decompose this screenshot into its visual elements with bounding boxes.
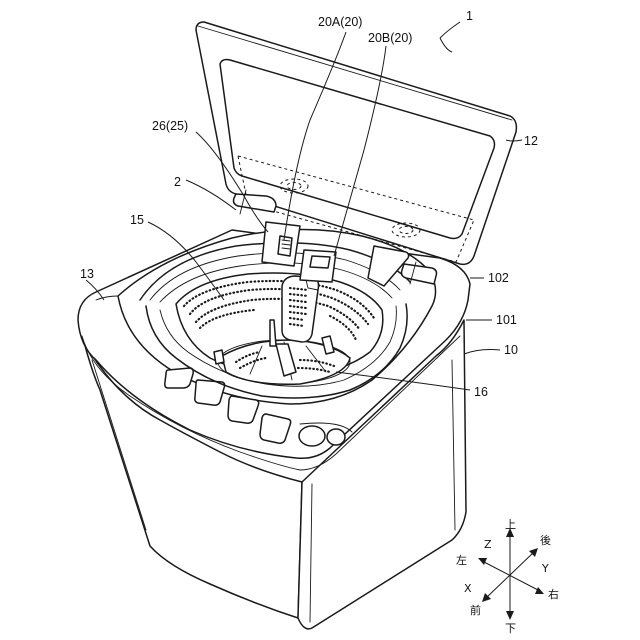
- axis-left-arrowhead: [478, 558, 487, 565]
- label-101: 101: [496, 313, 517, 327]
- axis-label-down: 下: [505, 622, 516, 635]
- label-20b: 20B(20): [368, 31, 412, 45]
- axis-label-back: 後: [540, 533, 551, 547]
- axis-label-y: Y: [541, 562, 549, 575]
- label-2: 2: [174, 175, 181, 189]
- control-button-3[interactable]: [228, 396, 259, 423]
- axis-label-left: 左: [456, 554, 467, 567]
- label-12: 12: [524, 134, 538, 148]
- label-13: 13: [80, 267, 94, 281]
- axis-label-right: 右: [548, 587, 559, 601]
- axis-right-arrowhead: [535, 587, 544, 594]
- axis-y-line: [484, 562, 538, 590]
- label-16: 16: [474, 385, 488, 399]
- label-20a: 20A(20): [318, 15, 362, 29]
- label-1: 1: [466, 9, 473, 23]
- control-button-4[interactable]: [260, 414, 291, 443]
- axis-down-arrowhead: [506, 611, 514, 620]
- axis-indicator: 上 下 後 前 左 右 Z X Y: [456, 518, 559, 635]
- label-15: 15: [130, 213, 144, 227]
- label-26: 26(25): [152, 119, 188, 133]
- axis-label-x: X: [464, 582, 472, 595]
- label-10: 10: [504, 343, 518, 357]
- control-dial-small[interactable]: [327, 429, 345, 445]
- arrow-1: [440, 22, 460, 38]
- control-button-1[interactable]: [165, 368, 193, 388]
- label-102: 102: [488, 271, 509, 285]
- leader-10: [464, 350, 500, 355]
- axis-label-z: Z: [484, 538, 492, 551]
- leader-1: [440, 38, 452, 52]
- control-dial-large[interactable]: [299, 426, 325, 446]
- axis-label-up: 上: [505, 518, 516, 531]
- axis-label-front: 前: [470, 603, 481, 617]
